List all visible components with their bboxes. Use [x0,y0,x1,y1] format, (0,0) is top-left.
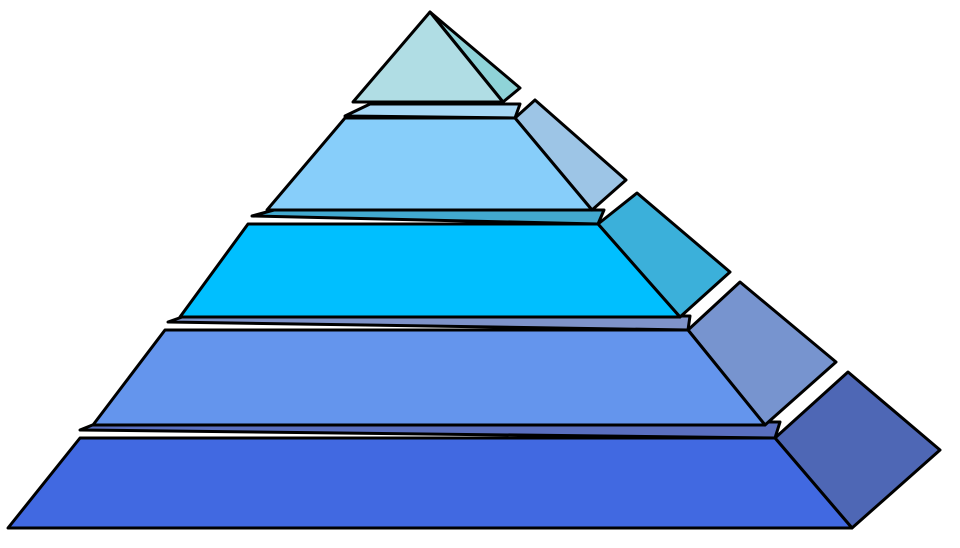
layer-2 [265,98,628,212]
layer-3-front-face [178,222,682,319]
layer-2-top-face [343,102,522,120]
layer-1-front-face [351,10,505,104]
layer-3 [178,191,732,319]
layer-4-front-face [91,328,767,427]
layer-5-front-face [6,436,854,530]
layer-2-front-face [265,116,594,212]
layer-3-top-face [250,208,606,226]
layer-4 [91,280,838,427]
layer-1-apex [351,10,522,104]
